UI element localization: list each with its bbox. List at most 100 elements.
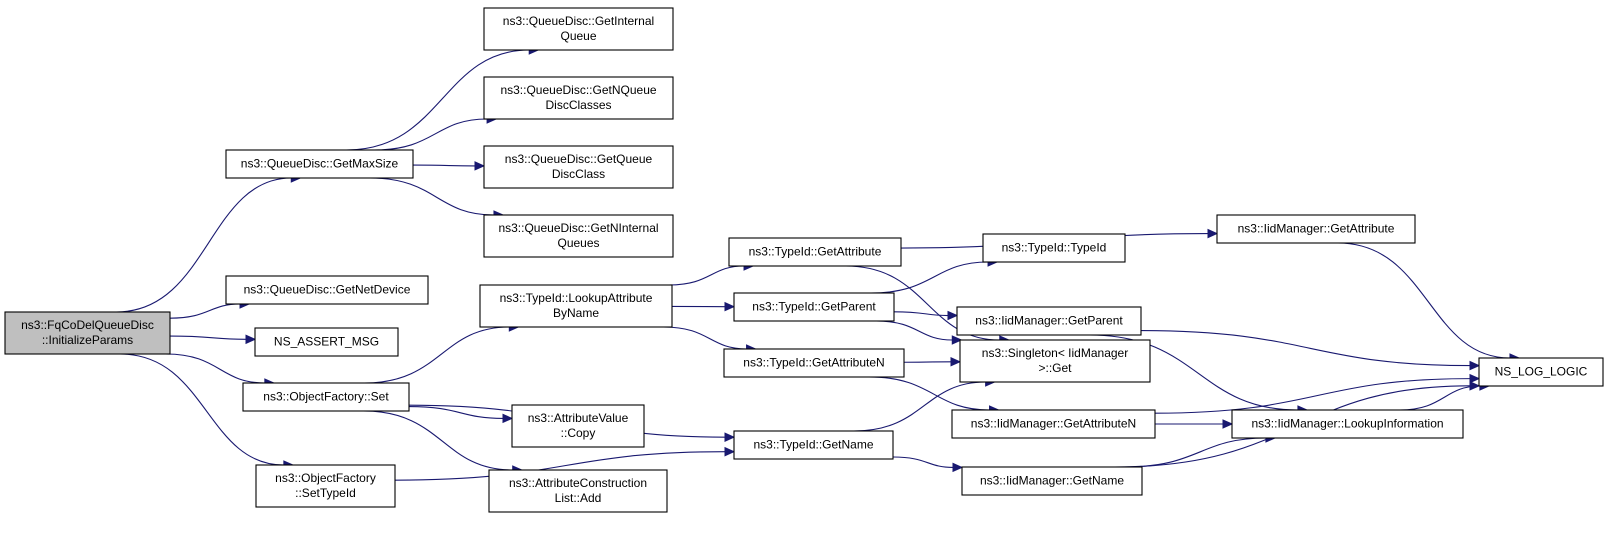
- node-singleton-get[interactable]: ns3::Singleton< IidManager>::Get: [959, 339, 1151, 383]
- edge-get-max-size-to-get-ninternal-queues: [369, 177, 505, 220]
- node-box[interactable]: [1478, 357, 1604, 387]
- arrowhead-icon: [724, 301, 736, 312]
- edge-line: [363, 410, 513, 471]
- node-label-line: ns3::AttributeValue: [528, 411, 629, 425]
- node-iid-get-parent[interactable]: ns3::IidManager::GetParent: [956, 306, 1142, 336]
- node-label-line: ns3::QueueDisc::GetQueue: [505, 152, 653, 166]
- node-label-line: ByName: [553, 306, 599, 320]
- node-label-line: ::SetTypeId: [295, 486, 356, 500]
- node-set-type-id[interactable]: ns3::ObjectFactory::SetTypeId: [255, 464, 396, 508]
- node-box[interactable]: [4, 311, 171, 355]
- node-label-line: ns3::QueueDisc::GetNInternal: [498, 221, 658, 235]
- node-type-id-type-id[interactable]: ns3::TypeId::TypeId: [982, 233, 1126, 263]
- node-label-line: List::Add: [555, 491, 602, 505]
- node-root[interactable]: ns3::FqCoDelQueueDisc::InitializeParams: [4, 311, 171, 355]
- node-box[interactable]: [1216, 214, 1416, 244]
- arrowhead-icon: [1469, 360, 1481, 371]
- arrowhead-icon: [724, 446, 736, 457]
- node-ns-assert-msg[interactable]: NS_ASSERT_MSG: [254, 327, 399, 357]
- node-type-id-get-attribute[interactable]: ns3::TypeId::GetAttribute: [728, 237, 902, 267]
- node-label-line: ns3::TypeId::GetParent: [752, 300, 876, 314]
- node-label-line: ns3::ObjectFactory::Set: [263, 390, 389, 404]
- node-box[interactable]: [242, 382, 410, 412]
- node-iid-get-attribute[interactable]: ns3::IidManager::GetAttribute: [1216, 214, 1416, 244]
- edge-line: [868, 376, 990, 411]
- node-box[interactable]: [483, 76, 674, 120]
- node-get-max-size[interactable]: ns3::QueueDisc::GetMaxSize: [225, 149, 414, 179]
- node-box[interactable]: [961, 466, 1143, 496]
- node-box[interactable]: [225, 149, 414, 179]
- node-box[interactable]: [1231, 409, 1464, 439]
- arrowhead-icon: [724, 432, 736, 442]
- node-label-line: ns3::QueueDisc::GetMaxSize: [241, 157, 399, 171]
- node-label-line: ns3::IidManager::GetName: [980, 474, 1124, 488]
- node-label-line: ns3::IidManager::GetAttribute: [1238, 222, 1395, 236]
- node-box[interactable]: [723, 348, 905, 378]
- node-box[interactable]: [225, 275, 429, 305]
- arrowhead-icon: [947, 310, 959, 321]
- node-label-line: DiscClasses: [545, 98, 611, 112]
- edge-line: [853, 381, 986, 432]
- node-box[interactable]: [488, 469, 668, 513]
- edge-line: [120, 353, 284, 466]
- edge-line: [412, 164, 476, 167]
- node-type-id-get-attribute-n[interactable]: ns3::TypeId::GetAttributeN: [723, 348, 905, 378]
- node-label-line: ns3::IidManager::LookupInformation: [1251, 417, 1443, 431]
- edge-line: [1399, 385, 1480, 411]
- node-box[interactable]: [956, 306, 1142, 336]
- node-box[interactable]: [483, 7, 674, 51]
- node-label-line: ns3::TypeId::TypeId: [1002, 241, 1107, 255]
- node-label-line: ns3::Singleton< IidManager: [982, 346, 1128, 360]
- edge-line: [1154, 378, 1471, 414]
- edge-line: [369, 177, 494, 216]
- node-box[interactable]: [479, 284, 673, 328]
- arrowhead-icon: [474, 161, 486, 171]
- edge-line: [374, 118, 488, 151]
- node-box[interactable]: [483, 214, 674, 258]
- node-box[interactable]: [951, 409, 1156, 439]
- edge-root-to-object-factory-set: [165, 353, 276, 388]
- node-ns-log-logic[interactable]: NS_LOG_LOGIC: [1478, 357, 1604, 387]
- node-type-id-get-name[interactable]: ns3::TypeId::GetName: [733, 430, 894, 460]
- edge-line: [169, 335, 247, 340]
- edge-lookup-attr-by-name-to-type-id-get-parent: [671, 301, 736, 312]
- edge-get-max-size-to-get-nqueue-disc-classes: [374, 114, 498, 151]
- node-box[interactable]: [959, 339, 1151, 383]
- node-label-line: ns3::FqCoDelQueueDisc: [21, 318, 154, 332]
- node-iid-get-name[interactable]: ns3::IidManager::GetName: [961, 466, 1143, 496]
- node-iid-get-attribute-n[interactable]: ns3::IidManager::GetAttributeN: [951, 409, 1156, 439]
- node-type-id-get-parent[interactable]: ns3::TypeId::GetParent: [733, 292, 895, 322]
- edge-line: [364, 326, 510, 384]
- arrowhead-icon: [1469, 373, 1481, 384]
- node-object-factory-set[interactable]: ns3::ObjectFactory::Set: [242, 382, 410, 412]
- edge-line: [394, 451, 726, 481]
- node-label-line: ns3::TypeId::LookupAttribute: [500, 291, 653, 305]
- node-box[interactable]: [483, 145, 674, 189]
- edge-line: [893, 311, 949, 317]
- edge-iid-get-parent-to-ns-log-logic: [1140, 329, 1481, 371]
- edge-line: [892, 456, 954, 468]
- node-iid-lookup-info[interactable]: ns3::IidManager::LookupInformation: [1231, 409, 1464, 439]
- node-box[interactable]: [728, 237, 902, 267]
- edge-iid-get-attribute-n-to-iid-lookup-info: [1155, 419, 1234, 429]
- node-get-net-device[interactable]: ns3::QueueDisc::GetNetDevice: [225, 275, 429, 305]
- node-box[interactable]: [982, 233, 1126, 263]
- node-box[interactable]: [733, 430, 894, 460]
- edge-line: [1338, 242, 1510, 359]
- node-box[interactable]: [255, 464, 396, 508]
- node-box[interactable]: [511, 404, 645, 448]
- edge-set-type-id-to-type-id-get-name: [394, 446, 736, 481]
- edge-line: [1089, 334, 1298, 411]
- node-box[interactable]: [254, 327, 399, 357]
- node-label-line: ::InitializeParams: [42, 333, 133, 347]
- node-box[interactable]: [733, 292, 895, 322]
- node-attr-value-copy[interactable]: ns3::AttributeValue::Copy: [511, 404, 645, 448]
- edge-type-id-get-parent-to-singleton-get: [876, 320, 963, 345]
